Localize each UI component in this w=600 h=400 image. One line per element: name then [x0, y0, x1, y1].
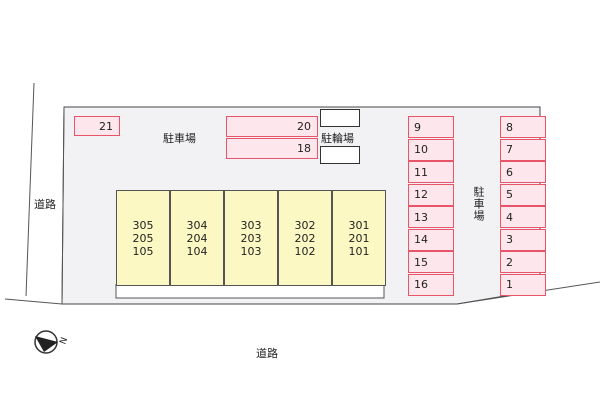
parking-number: 13 [414, 210, 428, 224]
road-left-edge-inner [61, 106, 65, 305]
bicycle-parking-lower [320, 146, 360, 164]
parking-space-20: 20 [226, 116, 318, 137]
parking-number: 21 [99, 119, 113, 133]
parking-number: 8 [506, 120, 513, 134]
building-footprint-base [115, 284, 385, 299]
parking-number: 5 [506, 188, 513, 201]
parking-number: 9 [414, 120, 421, 134]
road-left-edge-outer [25, 82, 35, 297]
parking-number: 7 [506, 143, 513, 156]
road-bottom-edge [4, 298, 63, 305]
parking-space-4: 4 [500, 206, 546, 228]
parking-space-5: 5 [500, 183, 546, 206]
north-arrow-icon: N [32, 328, 72, 356]
parking-space-14: 14 [408, 228, 454, 251]
room-number: 104 [186, 244, 208, 258]
parking-number: 2 [506, 255, 513, 269]
room-number: 201 [348, 231, 370, 245]
room-number: 305 [132, 218, 154, 232]
bicycle-parking-upper [320, 109, 360, 127]
room-number: 203 [240, 231, 262, 245]
parking-space-10: 10 [408, 138, 454, 161]
parking-number: 20 [297, 120, 311, 133]
parking-number: 14 [414, 233, 428, 246]
parking-space-21: 21 [74, 116, 120, 136]
parking-number: 1 [506, 278, 513, 291]
parking-space-9: 9 [408, 116, 454, 138]
room-number: 101 [348, 244, 370, 258]
room-number: 302 [294, 218, 316, 232]
parking-space-1: 1 [500, 273, 546, 296]
parking-number: 11 [414, 165, 428, 179]
parking-space-15: 15 [408, 251, 454, 273]
room-number: 205 [132, 231, 154, 245]
room-number: 102 [294, 244, 316, 258]
parking-label-top: 駐車場 [163, 132, 196, 145]
parking-space-18: 18 [226, 138, 318, 159]
parking-space-8: 8 [500, 116, 546, 138]
parking-space-6: 6 [500, 161, 546, 183]
parking-number: 15 [414, 255, 428, 269]
room-number: 301 [348, 218, 370, 232]
parking-label-right: 駐車場 [472, 186, 485, 222]
road-label-bottom: 道路 [256, 347, 278, 360]
room-number: 105 [132, 244, 154, 258]
parking-space-7: 7 [500, 138, 546, 161]
room-number: 204 [186, 231, 208, 245]
parking-number: 12 [414, 188, 428, 201]
bicycle-parking-label: 駐輪場 [321, 130, 354, 146]
parking-number: 6 [506, 165, 513, 179]
parking-space-3: 3 [500, 228, 546, 251]
room-number: 202 [294, 231, 316, 245]
room-number: 303 [240, 218, 262, 232]
parking-number: 10 [414, 143, 428, 156]
parking-space-16: 16 [408, 273, 454, 296]
parking-space-13: 13 [408, 206, 454, 228]
parking-number: 3 [506, 233, 513, 246]
parking-space-11: 11 [408, 161, 454, 183]
room-number: 304 [186, 218, 208, 232]
parking-number: 18 [297, 142, 311, 155]
room-number: 103 [240, 244, 262, 258]
parking-number: 4 [506, 210, 513, 224]
parking-number: 16 [414, 278, 428, 291]
parking-space-12: 12 [408, 183, 454, 206]
road-label-left: 道路 [34, 198, 56, 211]
parking-space-2: 2 [500, 251, 546, 273]
